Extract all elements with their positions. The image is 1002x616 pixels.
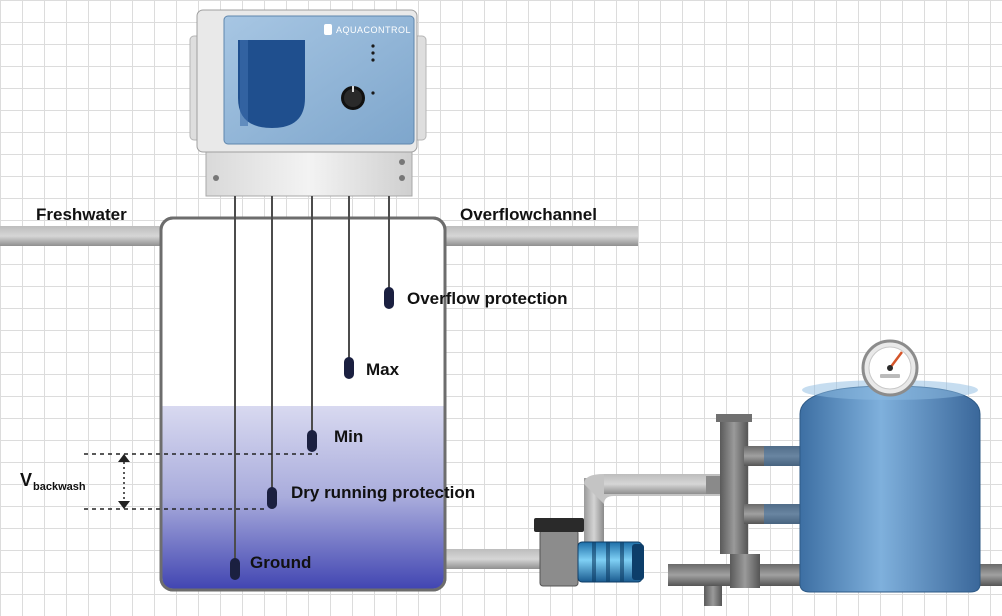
sensor-dry-running: [267, 487, 277, 509]
label-freshwater: Freshwater: [36, 205, 127, 224]
label-ground: Ground: [250, 553, 311, 572]
sand-filter: [799, 380, 981, 593]
pump-return-pipe: [584, 474, 720, 544]
controller-unit: AQUACONTROL: [189, 9, 427, 197]
sensor-overflow: [384, 287, 394, 309]
label-v-sub: backwash: [33, 481, 86, 493]
label-min: Min: [334, 427, 363, 446]
controller-brand: AQUACONTROL: [336, 25, 411, 35]
backwash-dimension: [84, 453, 318, 510]
label-dry-running: Dry running protection: [291, 483, 475, 502]
brand-logo-icon: [324, 24, 332, 35]
sensor-ground: [230, 558, 240, 580]
sensor-cables: [234, 196, 390, 560]
sensor-min: [307, 430, 317, 452]
overflow-pipe: [442, 226, 638, 246]
control-knob-icon[interactable]: [341, 86, 365, 110]
pressure-gauge-icon: [861, 339, 919, 397]
label-overflow-protection: Overflow protection: [407, 289, 568, 308]
label-v-main: V: [20, 470, 32, 490]
tank: [159, 216, 447, 592]
freshwater-pipe: [0, 226, 164, 246]
sensor-max: [344, 357, 354, 379]
water: [162, 406, 444, 589]
pump: [534, 518, 644, 587]
outlet-pipe: [444, 549, 540, 569]
label-overflow-channel: Overflowchannel: [460, 205, 597, 224]
label-max: Max: [366, 360, 400, 379]
